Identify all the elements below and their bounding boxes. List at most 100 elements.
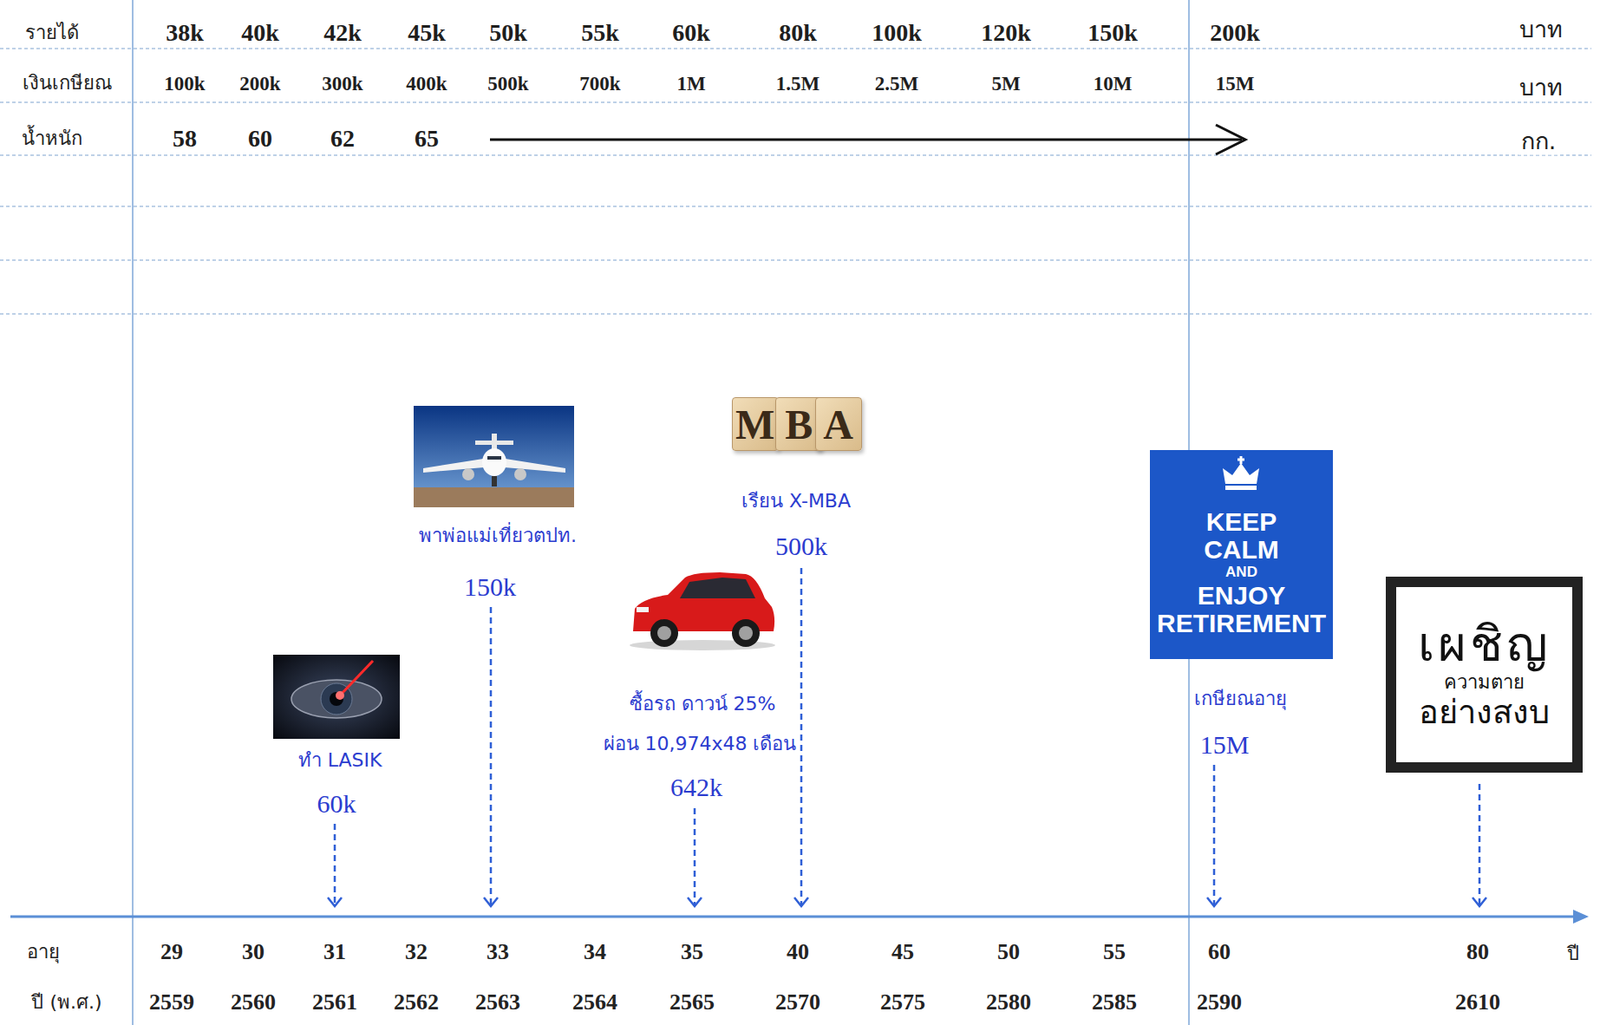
sky	[413, 405, 575, 508]
savings-value: 2.5M	[875, 72, 919, 96]
death-sign: เผชิญความตายอย่างสงบ	[1385, 576, 1583, 773]
plane-fuselage	[482, 448, 507, 477]
event-label: เรียน X-MBA	[738, 489, 854, 512]
runway	[413, 487, 575, 508]
event-pointer	[489, 607, 493, 906]
savings-value: 100k	[163, 72, 205, 96]
income-value: 45k	[407, 19, 446, 47]
year-tick: 2561	[312, 989, 358, 1016]
year-tick: 2570	[775, 989, 821, 1016]
age-tick: 50	[997, 939, 1020, 966]
income-value: 80k	[778, 19, 817, 47]
income-value: 100k	[871, 19, 922, 47]
savings-value: 15M	[1215, 72, 1255, 96]
row-rule	[0, 101, 1592, 103]
year-tick: 2562	[393, 989, 439, 1016]
age-tick: 30	[241, 939, 265, 966]
income-value: 38k	[165, 19, 204, 47]
column-divider	[131, 0, 134, 1025]
event-label: ผ่อน 10,974x48 เดือน	[600, 732, 800, 755]
age-tick: 32	[404, 939, 428, 966]
plane-gear	[491, 476, 497, 487]
unit-label: บาท	[1516, 15, 1566, 43]
age-tick: 80	[1466, 939, 1489, 966]
event-pointer	[1478, 783, 1482, 906]
savings-value: 300k	[321, 72, 363, 96]
row-header: น้ำหนัก	[21, 127, 83, 150]
row-rules	[0, 48, 1592, 314]
event-cost: 15M	[1197, 730, 1253, 761]
row-rule	[0, 259, 1592, 261]
age-tick: 55	[1103, 939, 1126, 966]
age-tick: 31	[323, 939, 347, 966]
row-header: เงินเกษียณ	[22, 71, 112, 94]
pointer-head	[1472, 897, 1487, 907]
age-tick: 33	[486, 939, 510, 966]
year-tick: 2575	[880, 989, 926, 1016]
car-headlight	[636, 607, 649, 613]
crown-icon	[1219, 456, 1263, 495]
plane-picture	[413, 405, 575, 508]
year-tick: 2563	[475, 989, 521, 1016]
event-cost: 642k	[667, 772, 725, 804]
mba-blocks-text: MBA	[735, 400, 864, 449]
savings-value: 200k	[239, 72, 281, 96]
year-tick: 2564	[572, 989, 618, 1016]
income-value: 55k	[581, 19, 620, 47]
pointer-head	[1207, 897, 1222, 907]
plane-engine	[462, 468, 475, 481]
node-text: อย่างสงบ	[1418, 693, 1550, 732]
year-tick: 2565	[669, 989, 715, 1016]
year-tick: 2585	[1091, 989, 1137, 1016]
event-pointer	[693, 808, 697, 906]
income-value: 40k	[241, 19, 280, 47]
weight-arrow-shaft	[489, 138, 1242, 142]
axis-line	[10, 915, 1579, 919]
plane-stabilizer	[475, 440, 514, 445]
lasik-picture	[273, 654, 400, 739]
income-value: 42k	[323, 19, 362, 47]
age-tick: 40	[786, 939, 810, 966]
income-value: 150k	[1087, 19, 1138, 47]
age-tick: 34	[583, 939, 607, 966]
savings-value: 5M	[991, 72, 1020, 96]
event-label: พาพ่อแม่เที่ยวตปท.	[416, 524, 580, 547]
laser-beam	[339, 660, 373, 696]
plane-cockpit	[487, 456, 502, 460]
weight-value: 58	[172, 124, 197, 153]
row-rule	[0, 313, 1592, 314]
time-axis	[10, 909, 1589, 924]
weight-value: 65	[414, 124, 439, 153]
plane-engine	[514, 468, 527, 481]
event-cost: 60k	[314, 789, 360, 820]
node-text: AND	[1225, 563, 1258, 582]
weight-arrow-head	[1215, 124, 1246, 155]
event-pointer	[800, 568, 804, 906]
car-wheel	[731, 619, 760, 647]
node-text: เผชิญ	[1417, 617, 1552, 672]
year-tick: 2610	[1455, 989, 1501, 1016]
pointer-head	[483, 897, 498, 907]
weight-arrow	[489, 124, 1246, 155]
row-header: รายได้	[25, 21, 79, 44]
pointer-head	[687, 897, 702, 907]
income-value: 60k	[672, 19, 711, 47]
event-cost: 150k	[461, 572, 519, 603]
savings-value: 700k	[579, 72, 621, 96]
crown-cross	[1237, 458, 1245, 462]
savings-value: 1.5M	[776, 72, 820, 96]
pointer-head	[794, 897, 809, 907]
weight-value: 62	[330, 124, 355, 153]
year-tick: 2559	[149, 989, 195, 1016]
event-pointer	[333, 823, 337, 906]
event-pointers	[327, 568, 1487, 907]
income-value: 50k	[489, 19, 528, 47]
crown-band	[1225, 485, 1257, 490]
lasik-background	[273, 654, 400, 739]
eye-white	[291, 679, 382, 719]
event-cost: 500k	[772, 531, 830, 562]
axis-unit: ปี	[1567, 942, 1580, 965]
